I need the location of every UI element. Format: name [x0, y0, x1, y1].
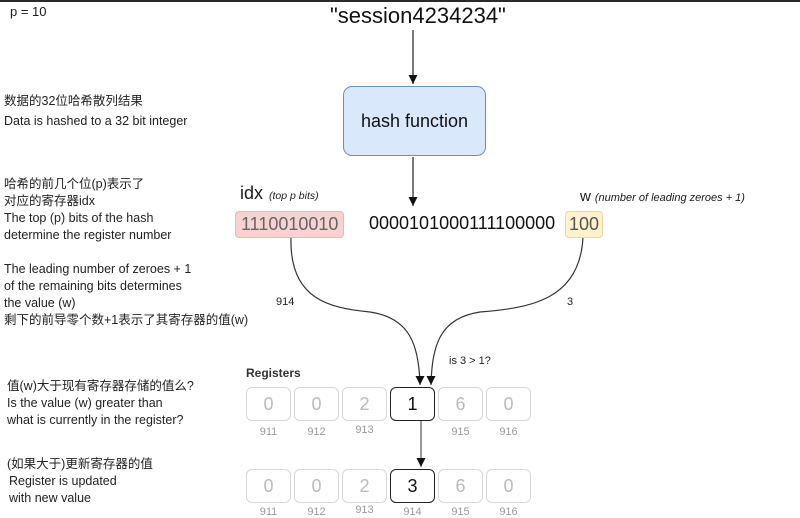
desc-top-bits-en2: determine the register number	[4, 228, 172, 242]
desc-update-en2: with new value	[9, 491, 91, 505]
idx-title: idx (top p bits)	[240, 183, 319, 204]
desc-top-bits: 哈希的前几个位(p)表示了 对应的寄存器idx The top (p) bits…	[4, 176, 171, 244]
register-index: 916	[499, 506, 518, 518]
edge-label-idx-value: 914	[276, 296, 295, 308]
register-cell: 2	[342, 469, 387, 503]
registers-title: Registers	[246, 366, 301, 380]
p-value-label: p = 10	[10, 4, 47, 19]
register-index: 915	[451, 506, 470, 518]
desc-update-en1: Register is updated	[9, 474, 117, 488]
desc-compare-en2: what is currently in the register?	[7, 413, 184, 427]
register-index: 912	[307, 426, 326, 438]
arrow-idx-to-register	[290, 236, 425, 386]
desc-leading-en3: the value (w)	[4, 296, 76, 310]
register-cell: 6	[438, 469, 483, 503]
register-index: 911	[259, 506, 278, 518]
remaining-bits: 0000101000111100000	[369, 213, 556, 233]
hash-function-box: hash function	[343, 86, 486, 156]
register-cell: 2	[342, 387, 387, 421]
w-bits: 100	[565, 211, 604, 238]
desc-update: (如果大于)更新寄存器的值 Register is updated with n…	[7, 456, 153, 507]
desc-hashed-zh: 数据的32位哈希散列结果	[4, 94, 143, 108]
register-indexes-before: 911 912 913 915 916	[246, 424, 531, 438]
w-title: w(number of leading zeroes + 1)	[580, 188, 745, 205]
idx-subtitle: (top p bits)	[269, 190, 319, 202]
desc-compare: 值(w)大于现有寄存器存储的值么? Is the value (w) great…	[7, 378, 194, 429]
register-cell: 3	[390, 469, 435, 503]
register-index: 915	[451, 426, 470, 438]
desc-leading-zh: 剩下的前导零个数+1表示了其寄存器的值(w)	[4, 313, 249, 327]
register-index: 914	[403, 506, 422, 518]
desc-hashed-en: Data is hashed to a 32 bit integer	[4, 114, 188, 128]
register-cell: 1	[390, 387, 435, 421]
desc-top-bits-zh2: 对应的寄存器idx	[4, 194, 95, 208]
register-index: 913	[355, 504, 374, 516]
register-indexes-after: 911 912 913 914 915 916	[246, 504, 531, 518]
register-cell: 0	[246, 387, 291, 421]
arrow-w-to-register	[426, 236, 584, 386]
register-index	[390, 426, 435, 438]
register-index: 913	[355, 424, 374, 436]
desc-leading-en2: of the remaining bits determines	[4, 279, 182, 293]
desc-top-bits-en1: The top (p) bits of the hash	[4, 211, 154, 225]
w-subtitle: (number of leading zeroes + 1)	[594, 192, 745, 204]
desc-leading-en1: The leading number of zeroes + 1	[4, 262, 192, 276]
register-index: 912	[307, 506, 326, 518]
w-title-text: w	[580, 188, 591, 205]
idx-bits: 1110010010	[235, 211, 345, 238]
desc-compare-zh: 值(w)大于现有寄存器存储的值么?	[7, 379, 194, 393]
register-cell: 0	[486, 387, 531, 421]
compare-label: is 3 > 1?	[449, 355, 491, 367]
register-index: 911	[259, 426, 278, 438]
register-cell: 6	[438, 387, 483, 421]
desc-hashed: 数据的32位哈希散列结果 Data is hashed to a 32 bit …	[4, 93, 187, 130]
desc-compare-en1: Is the value (w) greater than	[7, 396, 163, 410]
desc-top-bits-zh1: 哈希的前几个位(p)表示了	[4, 177, 145, 191]
edge-label-w-value: 3	[567, 296, 574, 308]
register-cell: 0	[294, 387, 339, 421]
desc-leading-zeroes: The leading number of zeroes + 1 of the …	[4, 261, 248, 329]
desc-update-zh: (如果大于)更新寄存器的值	[7, 457, 153, 471]
register-cell: 0	[246, 469, 291, 503]
idx-title-text: idx	[240, 183, 264, 203]
register-index: 916	[499, 426, 518, 438]
input-string: "session4234234"	[330, 3, 506, 28]
hash-function-label: hash function	[360, 110, 469, 131]
top-border	[0, 0, 800, 2]
register-cell: 0	[486, 469, 531, 503]
register-cell: 0	[294, 469, 339, 503]
